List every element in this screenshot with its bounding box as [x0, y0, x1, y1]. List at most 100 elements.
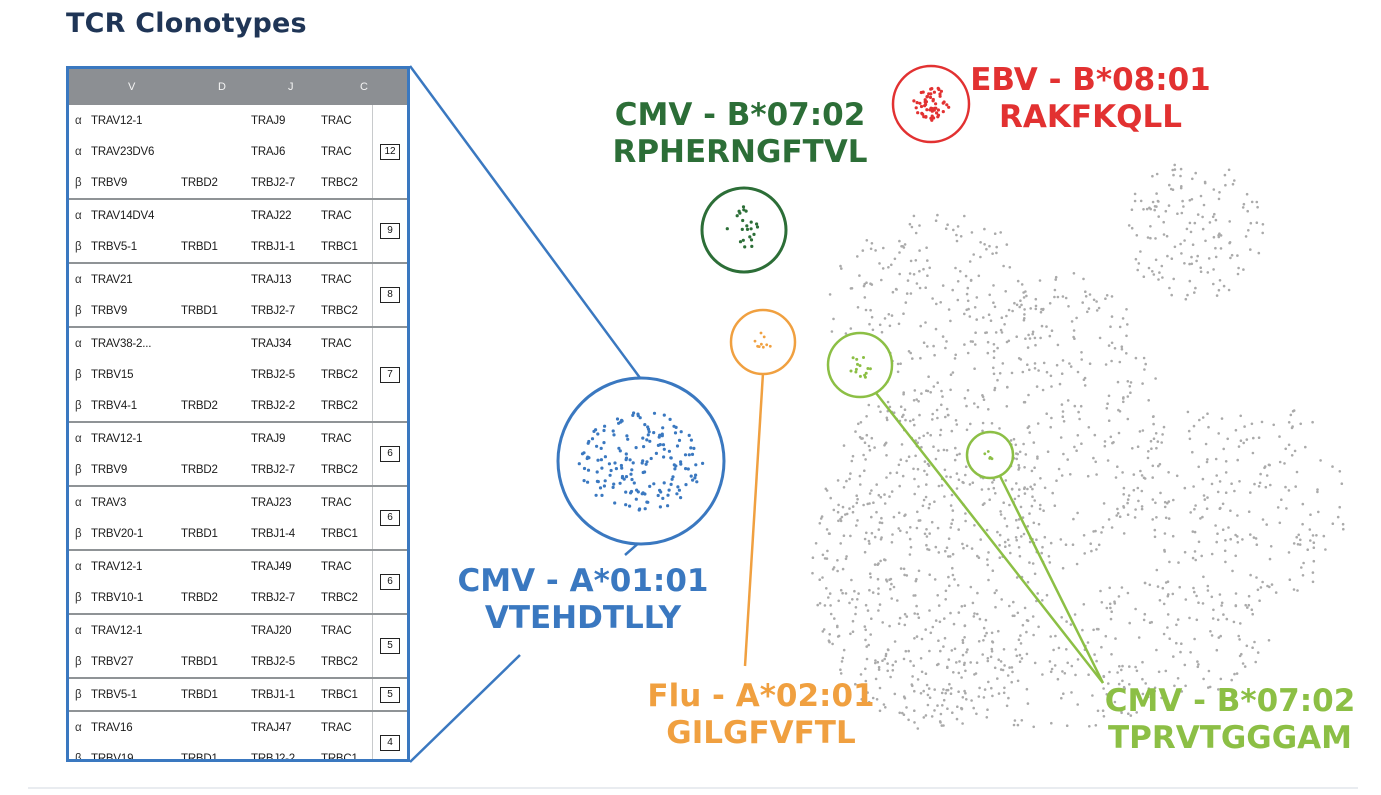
scatter-point [949, 388, 952, 392]
scatter-point [1229, 256, 1232, 260]
j-gene: TRBJ2-2 [251, 752, 295, 762]
scatter-point [823, 557, 827, 560]
scatter-point [1218, 593, 1222, 596]
scatter-point [912, 418, 915, 422]
scatter-point [1340, 482, 1344, 486]
cluster-point [983, 452, 987, 456]
scatter-point [920, 637, 924, 641]
scatter-point [885, 418, 889, 422]
scatter-point [909, 351, 912, 355]
scatter-point [1249, 573, 1252, 577]
scatter-point [1137, 262, 1141, 265]
cluster-point [596, 432, 600, 436]
scatter-point [1155, 648, 1158, 652]
scatter-point [931, 418, 934, 421]
connector-line [875, 392, 1104, 684]
scatter-point [1034, 297, 1038, 301]
scatter-point [1252, 536, 1256, 539]
scatter-point [1220, 417, 1224, 420]
scatter-point [1095, 473, 1098, 476]
cluster-point [989, 456, 992, 460]
scatter-point [983, 502, 986, 505]
scatter-point [1166, 594, 1170, 598]
scatter-point [811, 556, 815, 559]
cluster-point [749, 238, 754, 242]
scatter-point [963, 604, 967, 607]
scatter-point [885, 454, 888, 457]
scatter-point [944, 415, 947, 419]
cluster-point [612, 482, 616, 486]
scatter-point [1015, 538, 1018, 542]
scatter-point [1160, 264, 1164, 268]
scatter-point [983, 634, 987, 638]
scatter-point [1126, 380, 1130, 383]
scatter-point [878, 521, 882, 524]
scatter-point [1331, 465, 1334, 468]
v-gene: TRAV38-2... [91, 337, 152, 350]
scatter-point [924, 714, 928, 717]
scatter-point [1251, 451, 1255, 455]
v-gene: TRBV20-1 [91, 527, 144, 540]
scatter-point [1167, 204, 1171, 207]
cluster-point [916, 111, 920, 115]
scatter-point [965, 698, 968, 701]
scatter-point [939, 301, 942, 304]
scatter-point [1107, 682, 1110, 685]
scatter-point [1184, 598, 1188, 601]
scatter-point [955, 239, 959, 243]
scatter-point [849, 534, 852, 538]
scatter-point [814, 542, 818, 545]
scatter-point [1022, 532, 1026, 536]
scatter-point [1015, 457, 1018, 461]
scatter-point [1062, 452, 1065, 456]
cluster-point [669, 482, 673, 486]
scatter-point [931, 412, 934, 416]
scatter-point [1076, 703, 1079, 706]
d-gene: TRBD2 [181, 176, 218, 189]
cluster-circles [556, 64, 1015, 546]
scatter-point [911, 675, 914, 678]
scatter-point [870, 315, 874, 319]
scatter-point [1023, 308, 1026, 311]
scatter-point [1039, 310, 1043, 314]
cluster-point [938, 94, 942, 98]
scatter-point [1060, 616, 1063, 619]
scatter-point [1079, 404, 1083, 408]
scatter-point [888, 578, 891, 581]
scatter-point [1009, 439, 1013, 442]
cluster-point [641, 491, 645, 495]
scatter-point [890, 490, 894, 493]
scatter-point [914, 231, 918, 235]
scatter-point [1151, 518, 1154, 521]
scatter-point [1045, 325, 1048, 328]
scatter-point [1039, 503, 1042, 507]
scatter-point [941, 704, 944, 707]
scatter-point [1219, 677, 1223, 681]
scatter-point [1223, 173, 1227, 177]
scatter-point [934, 327, 938, 331]
chain-symbol: β [75, 655, 82, 668]
cluster-point [646, 500, 650, 504]
scatter-point [1050, 385, 1053, 388]
scatter-point [1155, 516, 1158, 519]
scatter-point [1292, 588, 1296, 591]
scatter-point [956, 225, 960, 228]
scatter-point [981, 394, 984, 397]
scatter-point [1193, 291, 1196, 294]
j-gene: TRAJ9 [251, 114, 286, 127]
scatter-point [1105, 294, 1109, 297]
scatter-point [1214, 255, 1218, 259]
scatter-point [1143, 368, 1146, 371]
label-cmv-b0702-tprvtgggam: CMV - B*07:02 TPRVTGGGAM [1095, 683, 1365, 757]
scatter-point [933, 578, 937, 581]
scatter-point [925, 543, 928, 547]
scatter-point [988, 244, 991, 248]
scatter-point [1164, 209, 1168, 213]
scatter-point [1126, 323, 1129, 326]
scatter-point [999, 513, 1003, 516]
scatter-point [1190, 255, 1193, 259]
scatter-point [854, 430, 857, 433]
